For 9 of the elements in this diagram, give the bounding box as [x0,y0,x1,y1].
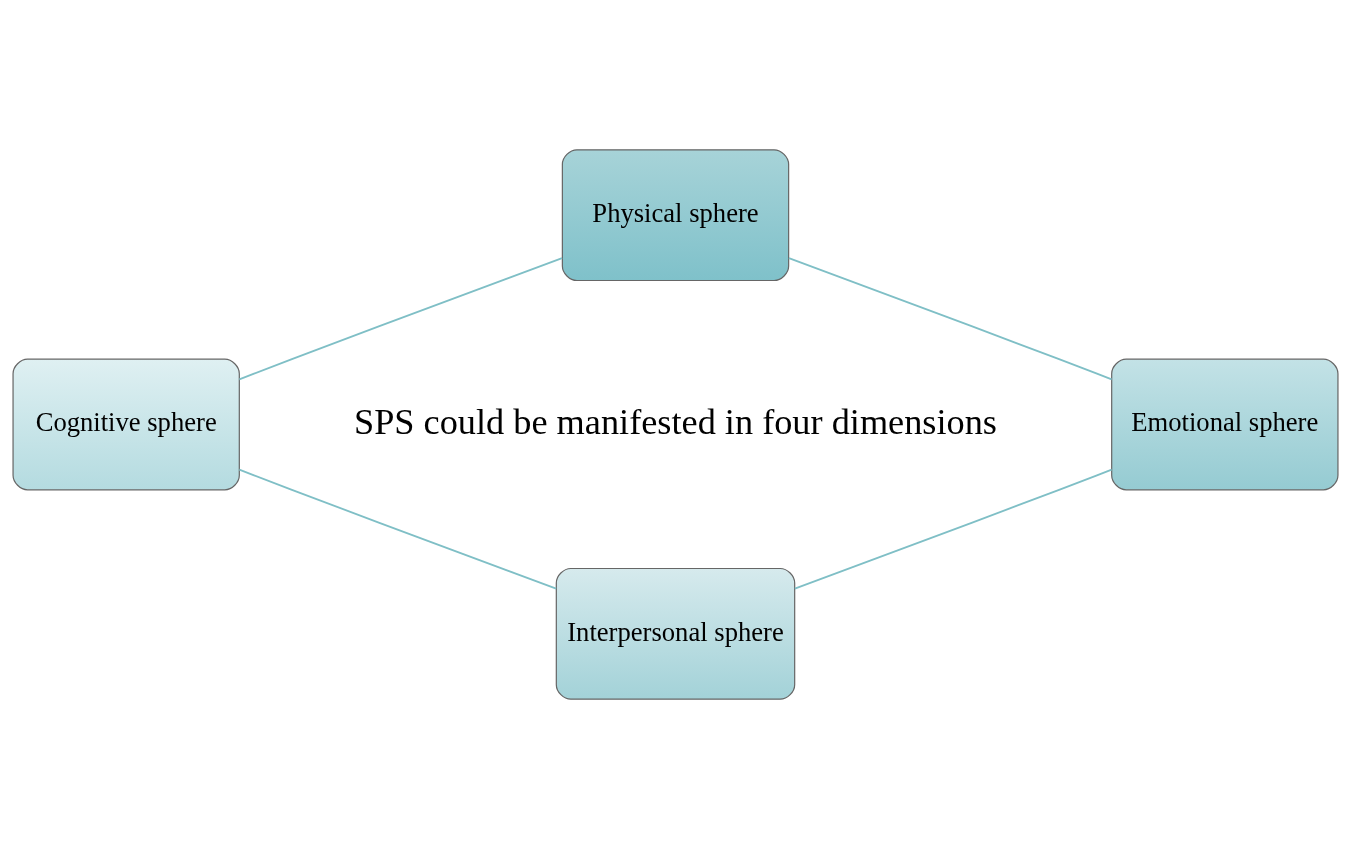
node-box: Emotional sphere [1111,358,1339,490]
label: SPS could be manifested in four dimensions [354,401,997,442]
node-box: Interpersonal sphere [555,567,796,700]
connector [793,468,1113,590]
connector [238,256,563,380]
connector [788,256,1113,380]
node-box: Cognitive sphere [12,358,240,490]
node-box: Physical sphere [561,148,790,281]
connector [238,468,558,590]
